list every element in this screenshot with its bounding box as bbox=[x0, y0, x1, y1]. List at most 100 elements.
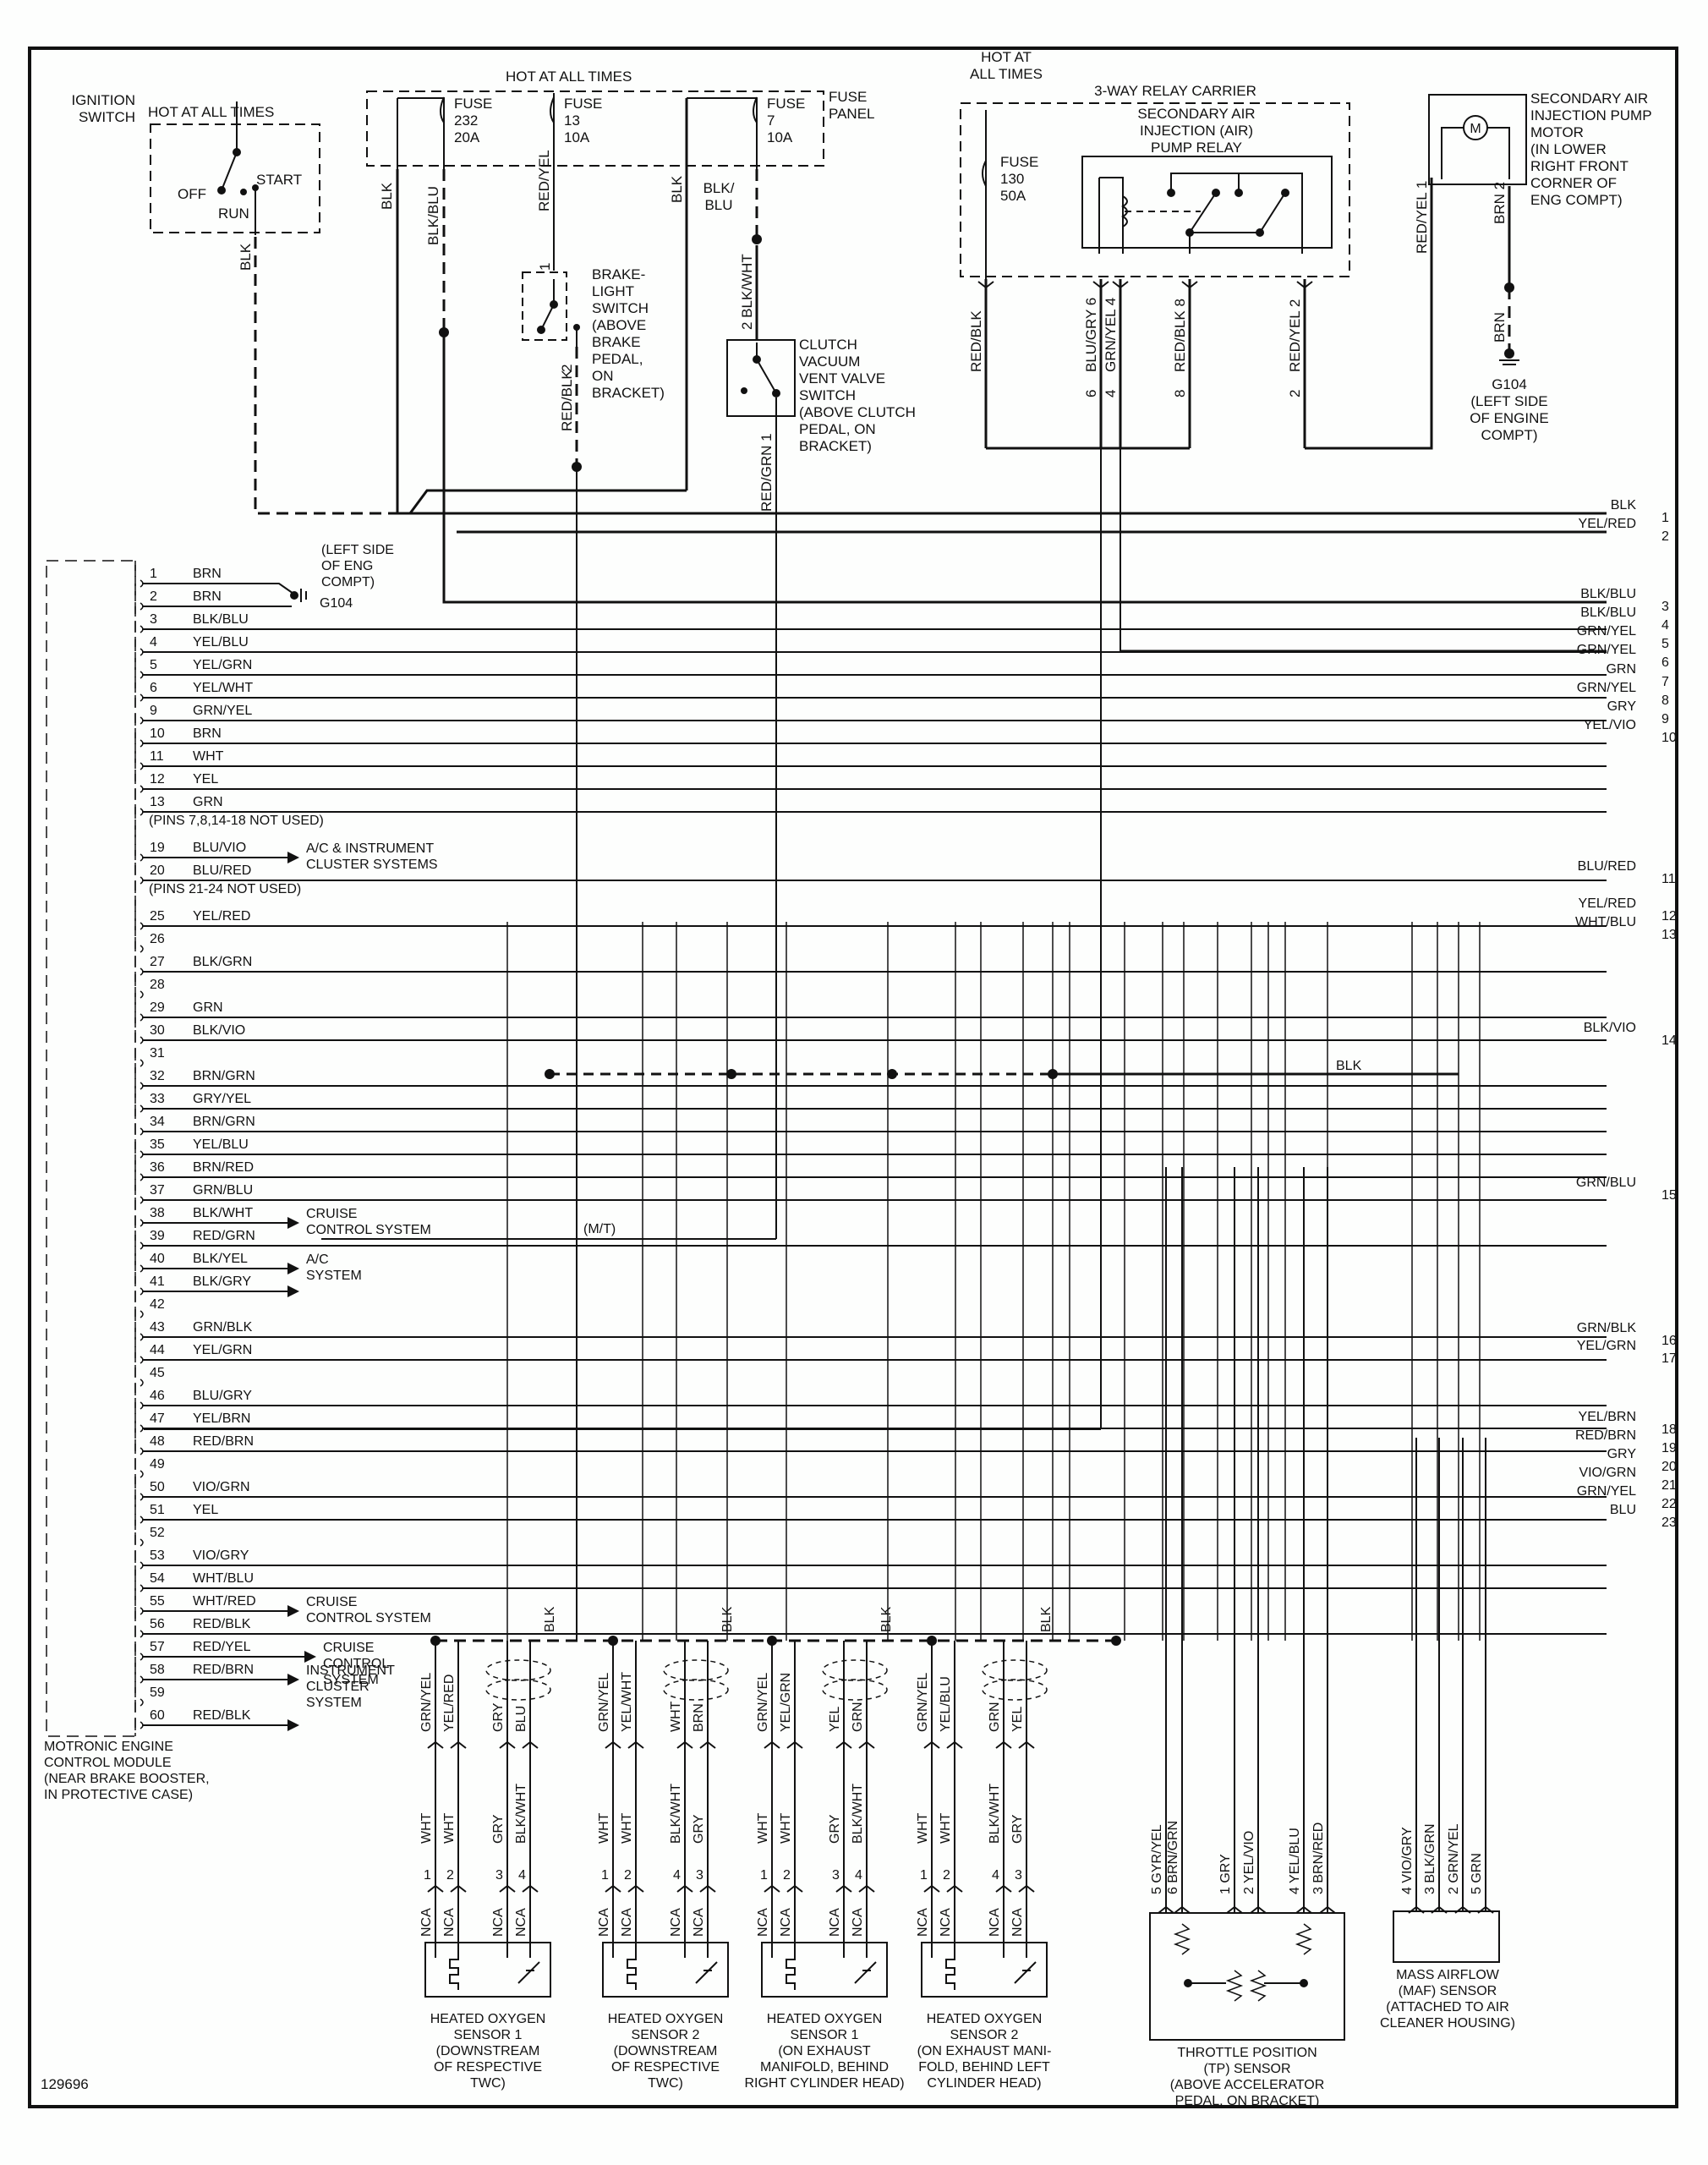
connector-wire-color: GRN/BLK bbox=[1577, 1321, 1637, 1335]
pin-connector-icon bbox=[140, 1584, 144, 1592]
pin-connector-icon bbox=[140, 1104, 144, 1113]
pin-connector-icon bbox=[140, 876, 144, 885]
tp-wire-label: 4 YEL/BLU bbox=[1288, 1828, 1302, 1894]
o2-wire-upper: YEL/BLU bbox=[939, 1676, 953, 1732]
nca-label: NCA bbox=[669, 1908, 683, 1937]
splice-dot bbox=[887, 1069, 897, 1079]
connector-icon bbox=[522, 1884, 539, 1893]
tp-wire-label: 6 BRN/GRN bbox=[1166, 1821, 1180, 1894]
label: 4 bbox=[1103, 390, 1119, 397]
connector-pin-number: 13 bbox=[1661, 928, 1677, 942]
connector-pin-number: 9 bbox=[1661, 712, 1669, 726]
fuse-label: 7 bbox=[767, 112, 775, 129]
ignition-switch-box bbox=[150, 123, 320, 233]
motor-symbol: M bbox=[1470, 122, 1481, 136]
shield-icon bbox=[982, 1679, 1048, 1701]
ecm-pin-number: 27 bbox=[150, 955, 165, 969]
maf-sensor-title: CLEANER HOUSING) bbox=[1380, 2016, 1515, 2031]
pin-connector-icon bbox=[140, 1127, 144, 1136]
air-pump-motor-label: RIGHT FRONT bbox=[1530, 158, 1629, 174]
air-pump-motor-label: CORNER OF bbox=[1530, 175, 1617, 191]
pin-connector-icon bbox=[140, 739, 144, 748]
tp-sensor-title: (ABOVE ACCELERATOR bbox=[1170, 2078, 1325, 2092]
nca-label: NCA bbox=[419, 1908, 434, 1937]
switch-position-start: START bbox=[256, 172, 302, 188]
label: BLK bbox=[379, 182, 395, 210]
ecm-pin-number: 48 bbox=[150, 1434, 165, 1449]
hot-at-all-times-label: ALL TIMES bbox=[970, 66, 1043, 82]
pin-connector-icon bbox=[140, 1675, 144, 1684]
arrow-icon bbox=[287, 1605, 299, 1617]
ecm-pin-number: 11 bbox=[150, 749, 164, 764]
splice-dot bbox=[1184, 1979, 1192, 1987]
ground-note: (LEFT SIDE bbox=[321, 543, 394, 557]
clutch-switch-label: SWITCH bbox=[799, 387, 856, 403]
variable-sensor-icon bbox=[854, 1961, 877, 1984]
connector-wire-color: YEL/VIO bbox=[1584, 718, 1636, 732]
destination-label: CLUSTER SYSTEMS bbox=[306, 858, 438, 872]
fuse-icon bbox=[440, 96, 445, 123]
o2-sensor-title: SENSOR 2 bbox=[950, 2028, 1019, 2042]
pin-connector-icon bbox=[140, 1310, 144, 1318]
tp-wire-label: 5 GYR/YEL bbox=[1150, 1824, 1164, 1894]
connector-icon bbox=[499, 1740, 516, 1749]
destination-label: SYSTEM bbox=[306, 1696, 362, 1710]
pin-connector-icon bbox=[140, 1333, 144, 1341]
ecm-pin-color: BRN bbox=[193, 589, 222, 604]
o2-sensor-title: SENSOR 1 bbox=[454, 2028, 523, 2042]
wire-label: 2 BLK/WHT bbox=[739, 254, 755, 330]
wire bbox=[1487, 127, 1510, 179]
ecm-pin-color: YEL/BLU bbox=[193, 635, 249, 650]
ecm-pin-number: 39 bbox=[150, 1229, 165, 1243]
ecm-pin-color: GRN bbox=[193, 795, 223, 809]
pin-connector-icon bbox=[140, 1036, 144, 1044]
ecm-pin-color: YEL/GRN bbox=[193, 658, 252, 672]
connector-icon bbox=[605, 1740, 621, 1749]
switch-position-run: RUN bbox=[218, 206, 249, 222]
nca-label: NCA bbox=[692, 1908, 706, 1937]
connector-icon bbox=[995, 1884, 1012, 1893]
ecm-pin-number: 57 bbox=[150, 1640, 165, 1654]
splice-dot bbox=[753, 355, 761, 364]
splice-dot bbox=[439, 327, 449, 337]
connector-wire-color: GRN bbox=[1606, 662, 1636, 677]
pin-connector-icon bbox=[140, 1653, 144, 1661]
o2-pin: 2 bbox=[624, 1868, 632, 1883]
connector-icon bbox=[1174, 1905, 1191, 1914]
brake-switch-label: BRAKE bbox=[592, 334, 641, 350]
nca-label: NCA bbox=[491, 1908, 506, 1937]
wire bbox=[1099, 177, 1124, 254]
pin-connector-icon bbox=[140, 1516, 144, 1524]
ecm-pin-color: BLU/VIO bbox=[193, 841, 246, 855]
shield-wire-label: BLK bbox=[1336, 1059, 1362, 1073]
pin-connector-icon bbox=[140, 1470, 144, 1478]
brake-switch-box bbox=[522, 271, 567, 341]
pin-connector-icon bbox=[140, 1401, 144, 1410]
o2-wire-upper: BLU bbox=[514, 1706, 528, 1732]
mt-note: (M/T) bbox=[583, 1222, 616, 1236]
splice-dot bbox=[1048, 1069, 1058, 1079]
connector-wire-color: YEL/RED bbox=[1579, 896, 1636, 911]
fuse-icon bbox=[982, 160, 987, 187]
heater-icon bbox=[627, 1949, 637, 1990]
ignition-wire bbox=[254, 237, 393, 515]
ecm-pin-number: 52 bbox=[150, 1526, 165, 1540]
splice-dot bbox=[741, 387, 747, 394]
shield-icon bbox=[822, 1659, 888, 1681]
nca-label: NCA bbox=[851, 1908, 865, 1937]
ecm-pin-color: YEL/BRN bbox=[193, 1411, 250, 1426]
arrow-icon bbox=[287, 1285, 299, 1297]
splice-dot bbox=[1300, 1979, 1308, 1987]
ecm-pin-color: WHT bbox=[193, 749, 224, 764]
ecm-pin-color: BRN bbox=[193, 726, 222, 741]
nca-label: NCA bbox=[514, 1908, 528, 1937]
nca-label: NCA bbox=[442, 1908, 457, 1937]
clutch-switch-label: CLUTCH bbox=[799, 337, 857, 353]
splice-dot bbox=[1111, 1636, 1121, 1646]
nca-label: NCA bbox=[916, 1908, 930, 1937]
o2-pin: 1 bbox=[760, 1868, 768, 1883]
arrow-icon bbox=[287, 1719, 299, 1731]
o2-wire-upper: YEL/WHT bbox=[620, 1672, 634, 1732]
resistor-icon bbox=[1173, 1923, 1191, 1955]
maf-sensor-title: MASS AIRFLOW bbox=[1396, 1968, 1500, 1982]
